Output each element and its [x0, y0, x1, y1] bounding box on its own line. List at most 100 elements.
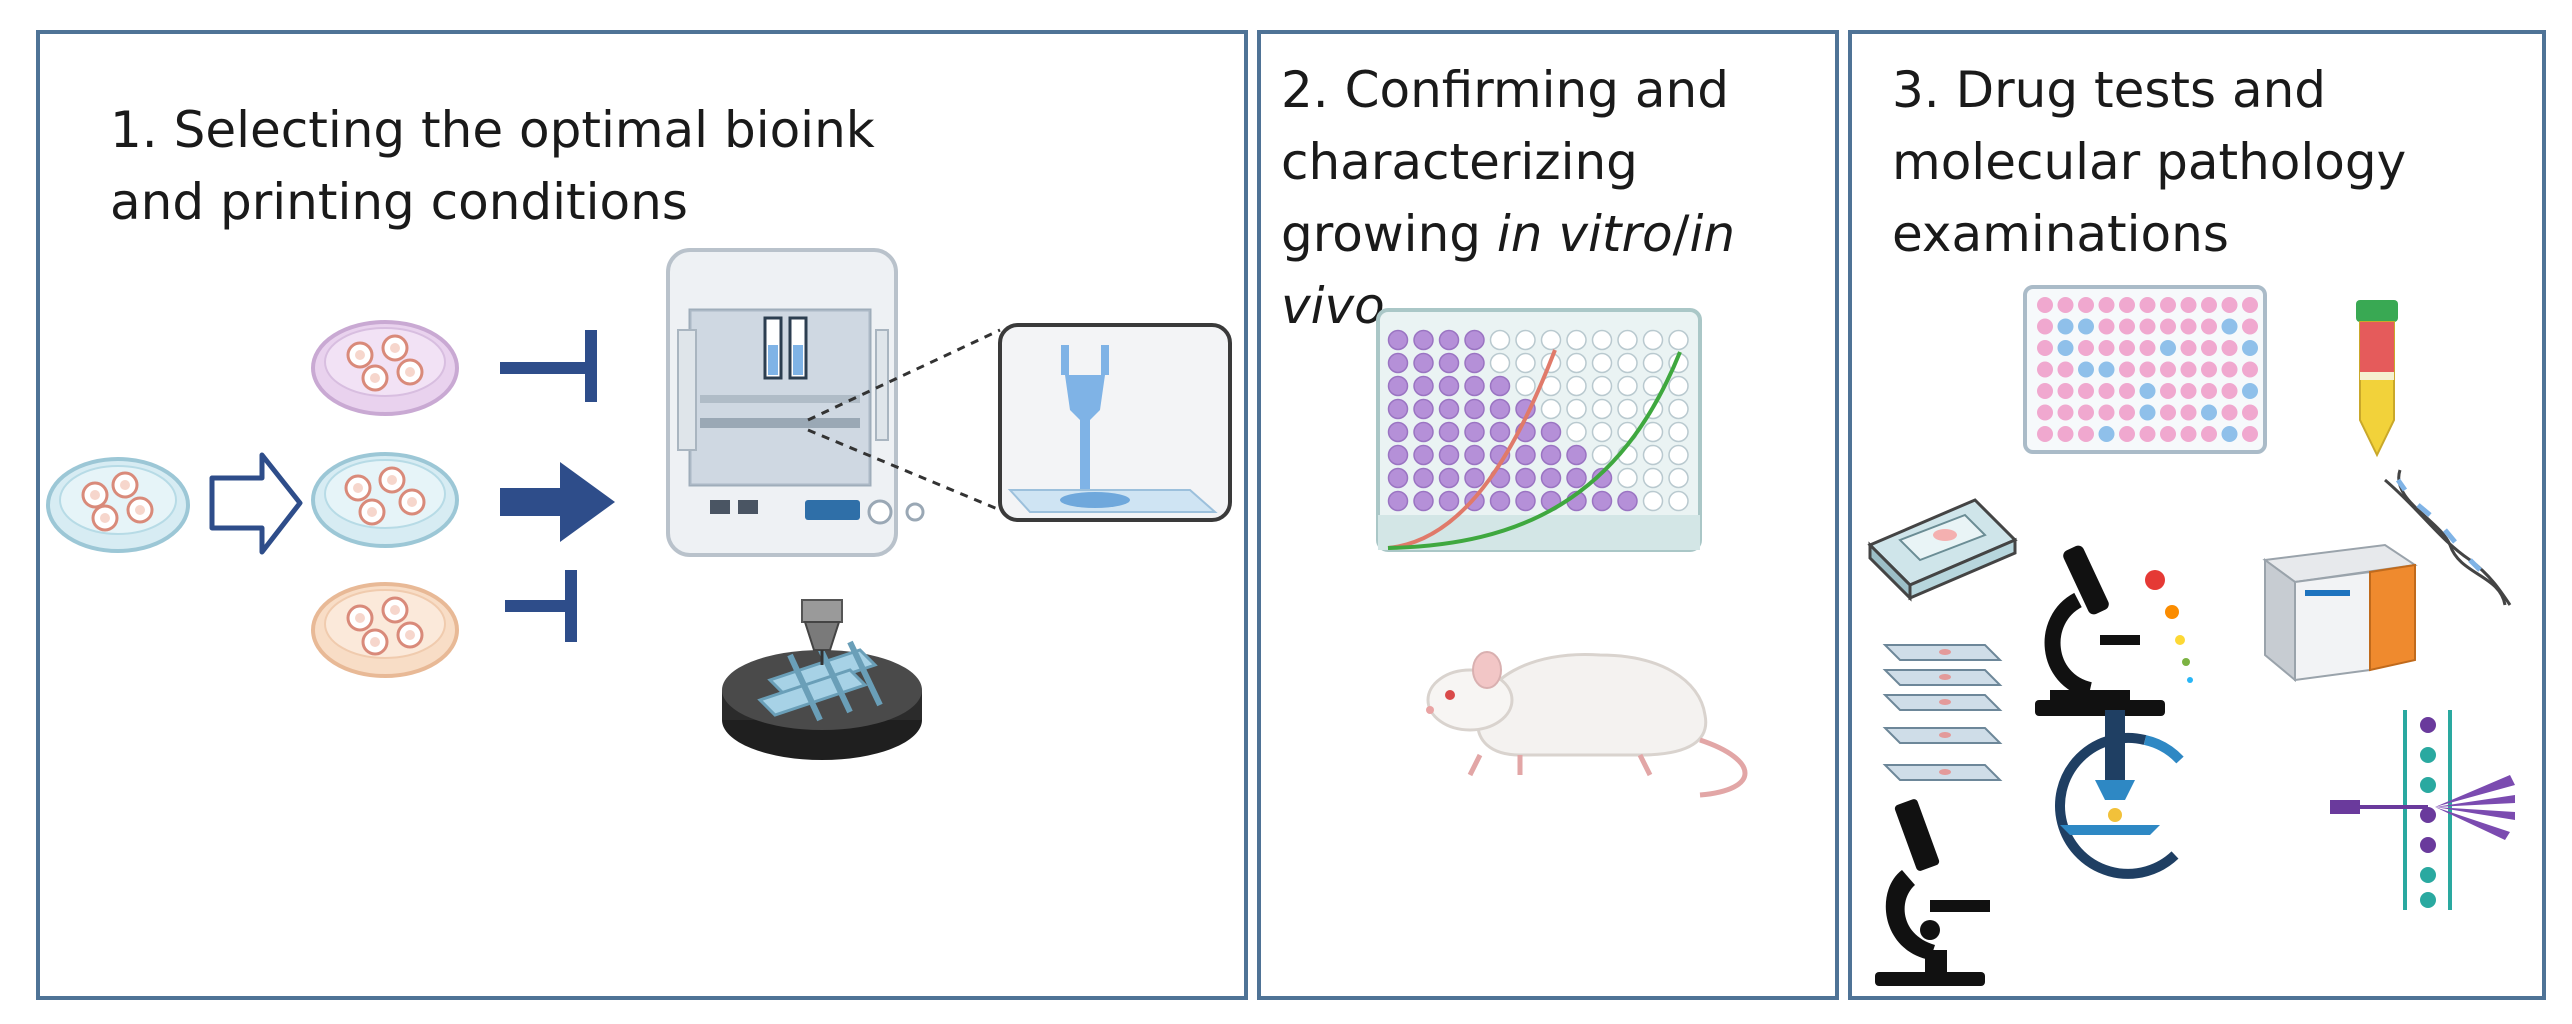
plate-well [1642, 490, 1664, 512]
slide-box-icon [1867, 498, 2018, 602]
plate-well [2119, 361, 2135, 378]
panel-2-title-line-2: characterizing [1281, 133, 1638, 191]
growth-curve-green [1387, 351, 1682, 550]
plate-well [1413, 490, 1434, 512]
plate-well [2119, 383, 2135, 399]
plate-well [2221, 340, 2238, 356]
plate-well [2242, 340, 2258, 356]
plate-well [1413, 375, 1434, 397]
plate-well [2160, 297, 2176, 313]
plate-well [1617, 490, 1638, 512]
glass-slides-icon [1882, 644, 2003, 781]
plate-well [1515, 329, 1536, 351]
plate-well [1540, 398, 1562, 420]
plate-well [1438, 398, 1460, 420]
centrifuge-tube-icon [2356, 300, 2398, 458]
plate-well [1464, 352, 1485, 374]
hollow-arrow-icon [209, 452, 303, 555]
plate-well [2242, 383, 2258, 399]
solid-arrow-icon [500, 462, 615, 542]
plate-well [1438, 421, 1460, 443]
plate-well [2139, 340, 2156, 356]
plate-well [2098, 318, 2115, 335]
plate-well [1387, 490, 1409, 512]
plate-well [2201, 383, 2217, 399]
plate-well [1489, 329, 1511, 351]
plate-well [1438, 490, 1460, 512]
plate-well [2037, 361, 2053, 378]
plate-well [1566, 444, 1587, 466]
plate-well [2160, 383, 2176, 399]
plate-well [2037, 426, 2053, 442]
plate-well [2098, 361, 2115, 378]
plate-well [1515, 490, 1536, 512]
plate-well [1591, 467, 1613, 489]
plate-well [2221, 297, 2238, 313]
plate-well [1668, 375, 1689, 397]
plate-well [2037, 404, 2053, 421]
plate-well [2160, 426, 2176, 442]
plate-well [2160, 361, 2176, 378]
plate-well [2139, 426, 2156, 442]
plate-well [1617, 352, 1638, 374]
plate-well [1566, 421, 1587, 443]
plate-well [1566, 398, 1587, 420]
panel-1-title: 1. Selecting the optimal bioink and prin… [110, 101, 875, 231]
plate-well [1591, 375, 1613, 397]
plate-well [2057, 297, 2074, 313]
plate-well [1387, 421, 1409, 443]
plate-well [2078, 297, 2094, 313]
plate-well [2160, 340, 2176, 356]
plate-well [2037, 318, 2053, 335]
plate-well [2098, 297, 2115, 313]
plate-well [1464, 398, 1485, 420]
plate-well [2180, 361, 2197, 378]
plate-well [1591, 329, 1613, 351]
plate-well [1387, 444, 1409, 466]
plate-well [1489, 490, 1511, 512]
plate-well [1668, 490, 1689, 512]
plate-well [2180, 383, 2197, 399]
well-plate-icon [2023, 285, 2267, 454]
plate-well [1566, 375, 1587, 397]
panel-2-title-line-3: growing [1281, 205, 1497, 263]
plate-well [2078, 340, 2094, 356]
plate-well [1591, 421, 1613, 443]
plate-well [1668, 467, 1689, 489]
plate-well [2160, 318, 2176, 335]
plate-well [1413, 444, 1434, 466]
plate-well [1438, 444, 1460, 466]
plate-well [1540, 467, 1562, 489]
plate-well [2139, 318, 2156, 335]
plate-well [1642, 467, 1664, 489]
plate-well [1668, 398, 1689, 420]
plate-well [1617, 398, 1638, 420]
plate-well [2119, 426, 2135, 442]
plate-well [1438, 329, 1460, 351]
panel-2-title-line-1: 2. Confirming and [1281, 61, 1729, 119]
plate-well [2139, 404, 2156, 421]
plate-well [2242, 297, 2258, 313]
block-arrow-icon [505, 570, 577, 642]
plate-well [2201, 297, 2217, 313]
plate-well [2078, 404, 2094, 421]
plate-well [1489, 398, 1511, 420]
plate-well [1387, 467, 1409, 489]
plate-well [2242, 318, 2258, 335]
plate-well [1515, 352, 1536, 374]
plate-well [1591, 398, 1613, 420]
plate-well [2037, 383, 2053, 399]
plate-well [1464, 444, 1485, 466]
plate-well [1668, 444, 1689, 466]
block-arrow-icon [500, 330, 597, 402]
plate-well [2057, 404, 2074, 421]
plate-well [2057, 340, 2074, 356]
plate-well [1540, 329, 1562, 351]
plate-well [1591, 490, 1613, 512]
plate-well [1413, 467, 1434, 489]
plate-well [2078, 318, 2094, 335]
plate-well [2078, 383, 2094, 399]
plate-well [1489, 421, 1511, 443]
plate-well [1642, 444, 1664, 466]
